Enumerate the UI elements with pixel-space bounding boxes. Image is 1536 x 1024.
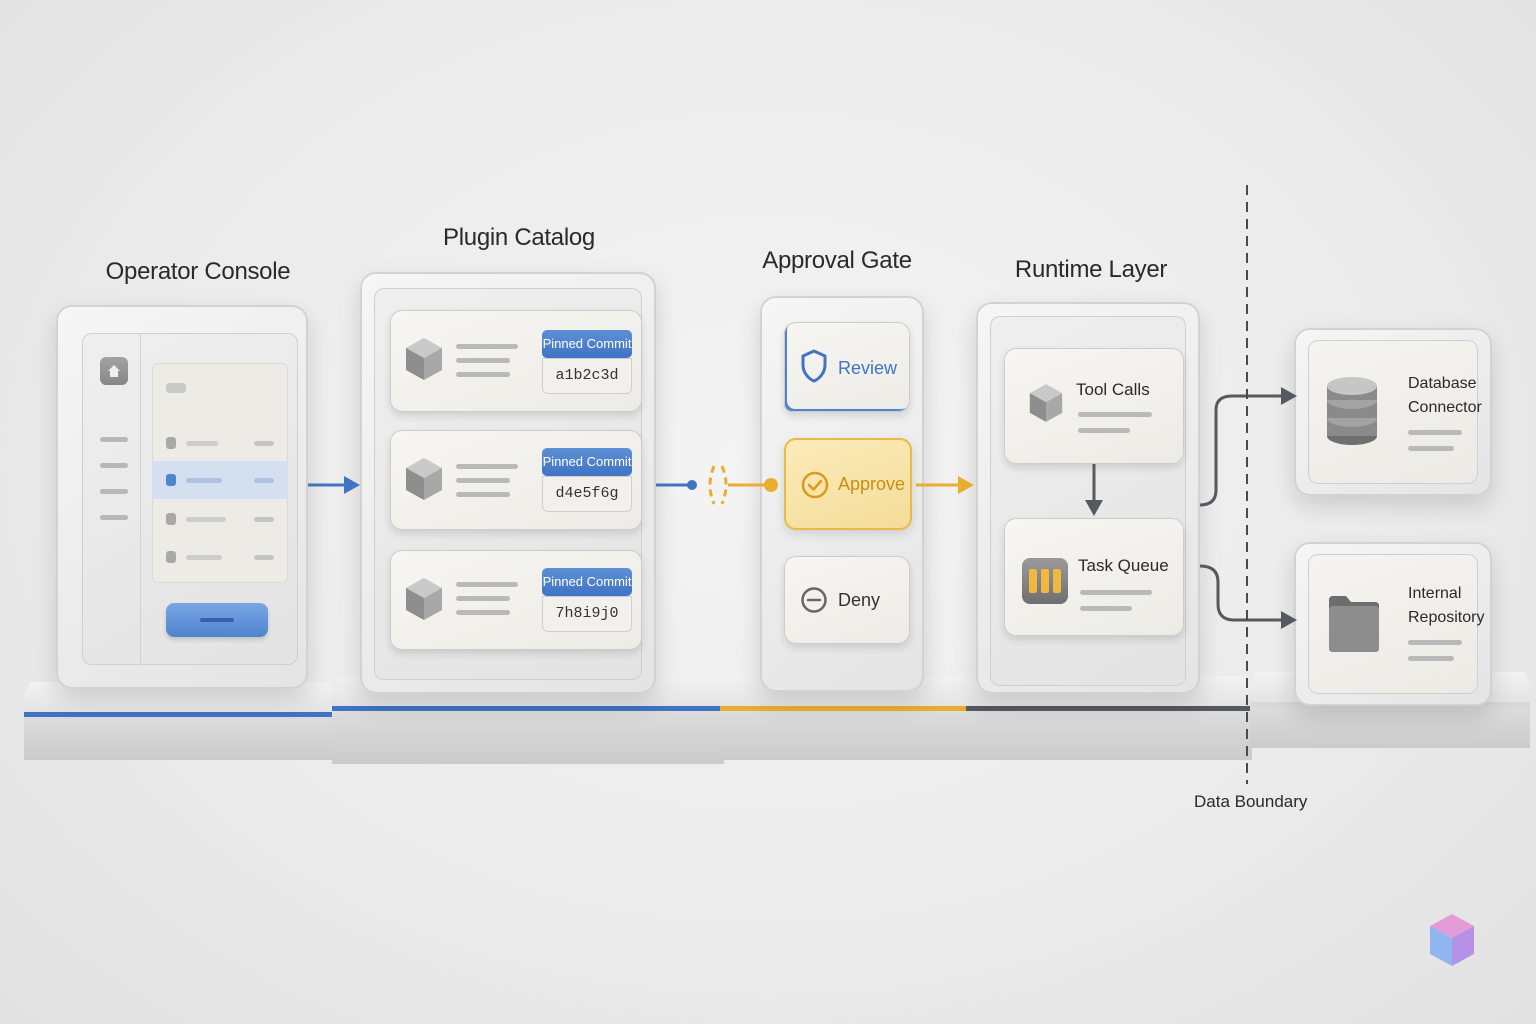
folder-icon [1329,596,1379,652]
home-icon[interactable] [100,357,128,385]
cube-icon [1029,384,1063,422]
pinned-commit-badge: Pinned Commit [542,448,632,476]
tool-calls-card[interactable]: Tool Calls [1004,348,1184,464]
console-sidebar [82,333,141,665]
list-item[interactable] [152,539,288,575]
deny-label: Deny [838,590,881,610]
plugin-cube-icon [406,578,442,620]
repository-title-line2: Repository [1408,609,1485,626]
plugin-card[interactable]: Pinned Commit 7h8i9j0 [390,550,642,650]
gate-to-runtime-arrow [916,476,974,494]
database-title-line1: Database [1408,375,1477,392]
pinned-commit-badge: Pinned Commit [542,568,632,596]
runtime-to-database-arrow [1199,387,1297,507]
sidebar-item[interactable] [100,515,128,520]
plugin-catalog-panel: Pinned Commit a1b2c3d Pinned Commit d4e5… [360,272,656,694]
operator-console-title: Operator Console [105,258,291,285]
console-to-catalog-arrow [308,476,360,494]
approval-gate-title: Approval Gate [762,247,912,274]
approve-label: Approve [838,474,906,494]
database-icon [1327,377,1377,445]
catalog-inner: Pinned Commit a1b2c3d Pinned Commit d4e5… [374,288,642,680]
plugin-card[interactable]: Pinned Commit d4e5f6g [390,430,642,530]
database-title-line2: Connector [1408,399,1482,416]
runtime-layer-title: Runtime Layer [1014,256,1168,283]
plugin-cube-icon [406,338,442,380]
review-label: Review [838,358,898,378]
task-queue-label: Task Queue [1078,556,1169,575]
tool-to-queue-arrow [1085,464,1103,516]
operator-console-panel [56,305,308,689]
console-submit-button[interactable] [166,603,268,637]
commit-hash: a1b2c3d [542,358,632,394]
tool-calls-label: Tool Calls [1076,380,1150,399]
list-item[interactable] [152,501,288,537]
deny-option[interactable]: Deny [784,556,910,644]
sidebar-item[interactable] [100,489,128,494]
console-list [152,363,288,583]
shield-icon [801,349,827,383]
plugin-card[interactable]: Pinned Commit a1b2c3d [390,310,642,412]
commit-hash: 7h8i9j0 [542,596,632,632]
console-screen [82,333,298,665]
pinned-commit-badge: Pinned Commit [542,330,632,358]
data-boundary-label: Data Boundary [1194,792,1308,811]
internal-repository-panel[interactable]: Internal Repository [1294,542,1492,706]
runtime-to-repository-arrow [1199,564,1297,629]
list-header [166,383,186,393]
database-connector-panel[interactable]: Database Connector [1294,328,1492,496]
check-circle-icon [801,471,829,499]
plugin-cube-icon [406,458,442,500]
queue-icon [1022,558,1068,604]
sidebar-item[interactable] [100,437,128,442]
cube-logo-icon [1430,914,1474,966]
catalog-to-gate-connector [656,465,778,505]
sidebar-item[interactable] [100,463,128,468]
task-queue-card[interactable]: Task Queue [1004,518,1184,636]
approve-option[interactable]: Approve [784,438,912,530]
plugin-catalog-title: Plugin Catalog [443,224,595,251]
list-item-selected[interactable] [152,461,288,499]
commit-hash: d4e5f6g [542,476,632,512]
list-item[interactable] [152,425,288,461]
review-option[interactable]: Review [784,322,910,412]
minus-circle-icon [801,587,827,613]
repository-title-line1: Internal [1408,585,1462,602]
